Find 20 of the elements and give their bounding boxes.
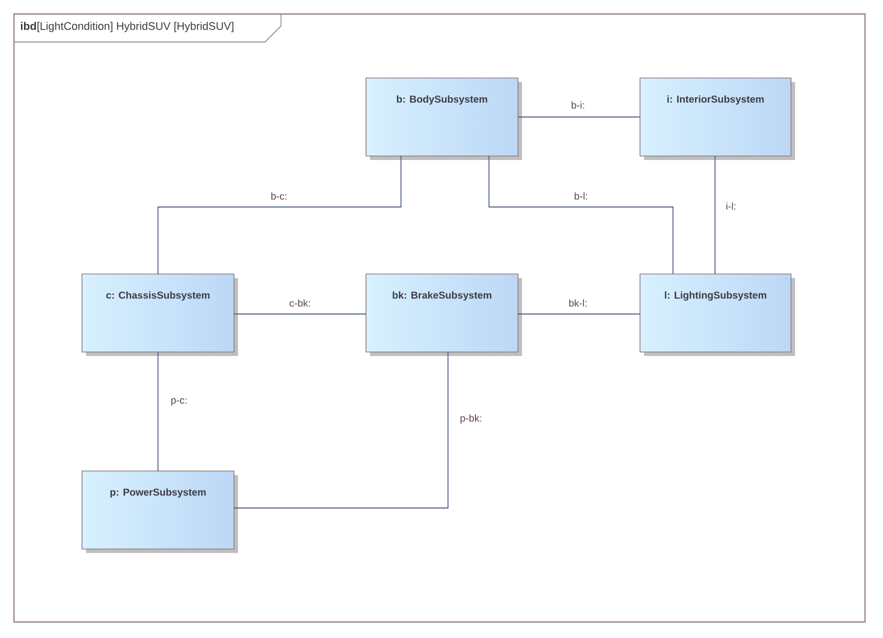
block-box: p: PowerSubsystem xyxy=(82,470,238,553)
edge-label: b-l: xyxy=(574,192,588,200)
connector-line xyxy=(488,156,674,274)
connector-line xyxy=(714,156,716,274)
edge-label: b-c: xyxy=(271,192,286,200)
block-box: c: ChassisSubsystem xyxy=(82,274,238,356)
connector-line xyxy=(518,116,640,118)
edge-label: i-l: xyxy=(726,202,736,210)
connector-line xyxy=(158,156,402,274)
frame-title: ibd[LightCondition] HybridSUV [HybridSUV] xyxy=(20,22,234,32)
edge-label: p-c: xyxy=(171,398,186,406)
block-box: l: LightingSubsystem xyxy=(640,274,795,356)
block-box: bk: BrakeSubsystem xyxy=(366,274,522,356)
block-box: i: InteriorSubsystem xyxy=(640,78,795,160)
edge-label: b-i: xyxy=(572,101,584,109)
edge-label: p-bk: xyxy=(460,414,482,424)
connector-line xyxy=(234,352,448,508)
edge-label: bk-l: xyxy=(569,299,587,307)
block-box: b: BodySubsystem xyxy=(366,78,522,160)
edge-label: c-bk: xyxy=(290,299,310,307)
